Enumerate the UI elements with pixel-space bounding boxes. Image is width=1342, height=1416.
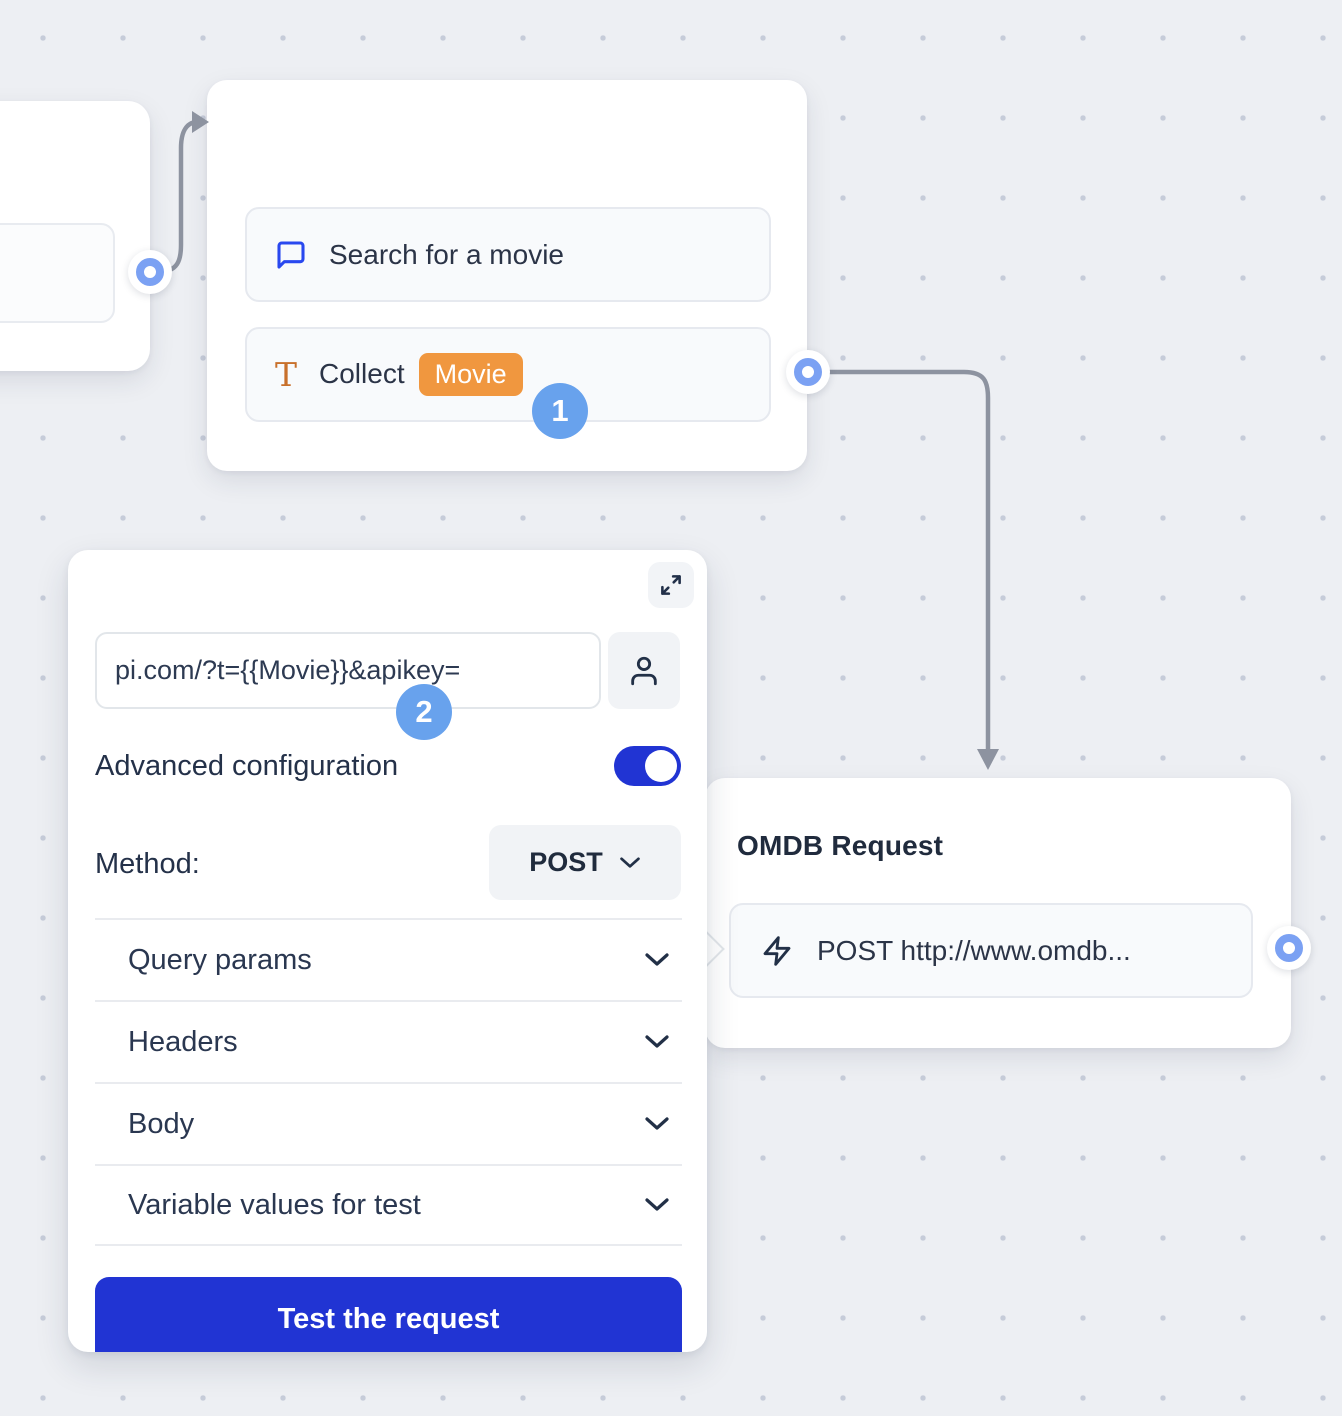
expand-button[interactable] — [648, 562, 694, 608]
output-port-movie-search[interactable] — [786, 350, 830, 394]
output-port-omdb-request[interactable] — [1267, 926, 1311, 970]
section-variable-values[interactable]: Variable values for test — [95, 1164, 682, 1246]
chat-bubble-icon — [277, 240, 305, 269]
chevron-down-icon — [645, 1117, 669, 1130]
section-headers[interactable]: Headers — [95, 1000, 682, 1082]
test-request-button[interactable]: Test the request — [95, 1277, 682, 1352]
node-item-label: POST http://www.omdb... — [817, 934, 1131, 966]
section-query-params[interactable]: Query params — [95, 918, 682, 1000]
chevron-down-icon — [619, 856, 640, 868]
person-icon — [631, 656, 657, 685]
variable-picker-button[interactable] — [608, 632, 680, 709]
method-label: Method: — [95, 848, 200, 880]
method-dropdown[interactable]: POST — [489, 825, 681, 900]
chevron-down-icon — [645, 1035, 669, 1048]
expand-icon — [661, 575, 681, 595]
node-item-search-for-a-movie[interactable]: Search for a movie — [245, 207, 771, 302]
node-item-post-request[interactable]: POST http://www.omdb... — [729, 903, 1253, 998]
node-movie-search[interactable]: Movie search Search for a movie T Collec… — [207, 80, 807, 471]
url-input[interactable] — [95, 632, 601, 709]
chevron-down-icon — [645, 1198, 669, 1211]
collapsible-sections: Query params Headers Body Variable value… — [95, 918, 682, 1246]
section-body[interactable]: Body — [95, 1082, 682, 1164]
advanced-configuration-toggle[interactable] — [614, 746, 681, 786]
step-badge-1: 1 — [532, 383, 588, 439]
chevron-down-icon — [645, 953, 669, 966]
edge-arrowhead-down — [977, 749, 999, 770]
node-item-label: Search for a movie — [329, 238, 564, 270]
partial-node-card[interactable] — [0, 101, 150, 371]
output-port-left-node[interactable] — [128, 250, 172, 294]
text-input-icon: T — [275, 355, 298, 394]
edge-left-to-movie-search — [157, 119, 197, 275]
node-title: OMDB Request — [737, 830, 944, 861]
variable-badge-movie[interactable]: Movie — [418, 353, 523, 396]
step-badge-2: 2 — [396, 684, 452, 740]
advanced-configuration-label: Advanced configuration — [95, 750, 399, 782]
edge-movie-search-to-omdb — [822, 369, 991, 752]
node-omdb-request[interactable]: OMDB Request POST http://www.omdb... — [705, 778, 1291, 1048]
lightning-icon — [763, 935, 791, 966]
partial-node-item[interactable] — [0, 223, 115, 323]
webhook-config-panel[interactable]: Advanced configuration Method: POST Quer… — [68, 550, 707, 1352]
method-value: POST — [529, 847, 603, 877]
